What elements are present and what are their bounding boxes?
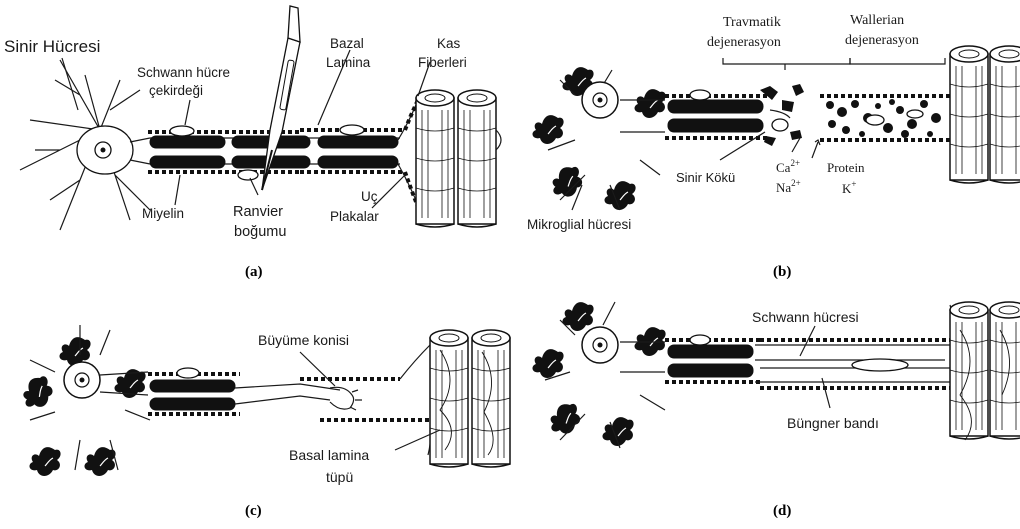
label-schwann-hucresi: Schwann hücresi: [752, 309, 859, 325]
panel-c: Büyüme konisi Basal lamina tüpü (c): [16, 325, 510, 519]
label-basal-2: tüpü: [326, 469, 353, 485]
label-ranvier-1: Ranvier: [233, 204, 283, 220]
label-wallerian-1: Wallerian: [850, 13, 904, 28]
label-basal-1: Basal lamina: [289, 447, 369, 463]
label-bazal-1: Bazal: [330, 36, 364, 51]
regrowing-axon-c: [100, 345, 431, 455]
label-bungner: Büngner bandı: [787, 415, 879, 431]
label-bazal-2: Lamina: [326, 55, 371, 70]
panel-d: Schwann hücresi Büngner bandı (d): [533, 302, 1020, 519]
muscle-fibers-a: [416, 90, 501, 227]
label-ranvier-2: boğumu: [234, 224, 286, 240]
muscle-fibers-d: [950, 302, 1020, 440]
panel-b: Travmatik dejenerasyon Wallerian dejener…: [527, 13, 1020, 280]
soma-c: [64, 362, 100, 398]
muscle-fibers-c: [430, 330, 510, 467]
caption-d: (d): [773, 503, 791, 519]
bracket-wallerian: [850, 58, 945, 64]
label-kas-2: Fiberleri: [418, 55, 467, 70]
soma-d: [582, 327, 618, 363]
panel-a: Sinir Hücresi Schwann hücre çekirdeği Ba…: [4, 6, 501, 280]
label-schwann-nucleus-2: çekirdeği: [149, 83, 203, 98]
label-protein: Protein: [827, 160, 865, 175]
label-wallerian-2: dejenerasyon: [845, 33, 919, 48]
debris-traumatic-b: [760, 84, 804, 146]
label-travmatik-1: Travmatik: [723, 15, 781, 30]
label-travmatik-2: dejenerasyon: [707, 35, 781, 50]
label-na: Na2+: [776, 178, 801, 195]
label-mikroglial: Mikroglial hücresi: [527, 217, 631, 232]
caption-a: (a): [245, 264, 263, 280]
label-uc-2: Plakalar: [330, 209, 379, 224]
debris-wallerian-b: [820, 60, 953, 175]
caption-b: (b): [773, 264, 791, 280]
caption-c: (c): [245, 503, 262, 519]
label-sinir-hucresi: Sinir Hücresi: [4, 37, 100, 56]
label-ca: Ca2+: [776, 158, 800, 175]
label-sinir-koku: Sinir Kökü: [676, 170, 735, 185]
label-uc-1: Uç: [361, 189, 378, 204]
label-schwann-nucleus-1: Schwann hücre: [137, 65, 230, 80]
microglia-c: [16, 337, 145, 476]
label-kas-1: Kas: [437, 36, 461, 51]
label-miyelin: Miyelin: [142, 206, 184, 221]
microglia-d: [533, 302, 666, 446]
bracket-travmatik: [723, 58, 850, 70]
muscle-fibers-b: [950, 46, 1020, 183]
label-buyume: Büyüme konisi: [258, 332, 349, 348]
label-k: K+: [842, 179, 856, 196]
soma-b: [582, 82, 618, 118]
